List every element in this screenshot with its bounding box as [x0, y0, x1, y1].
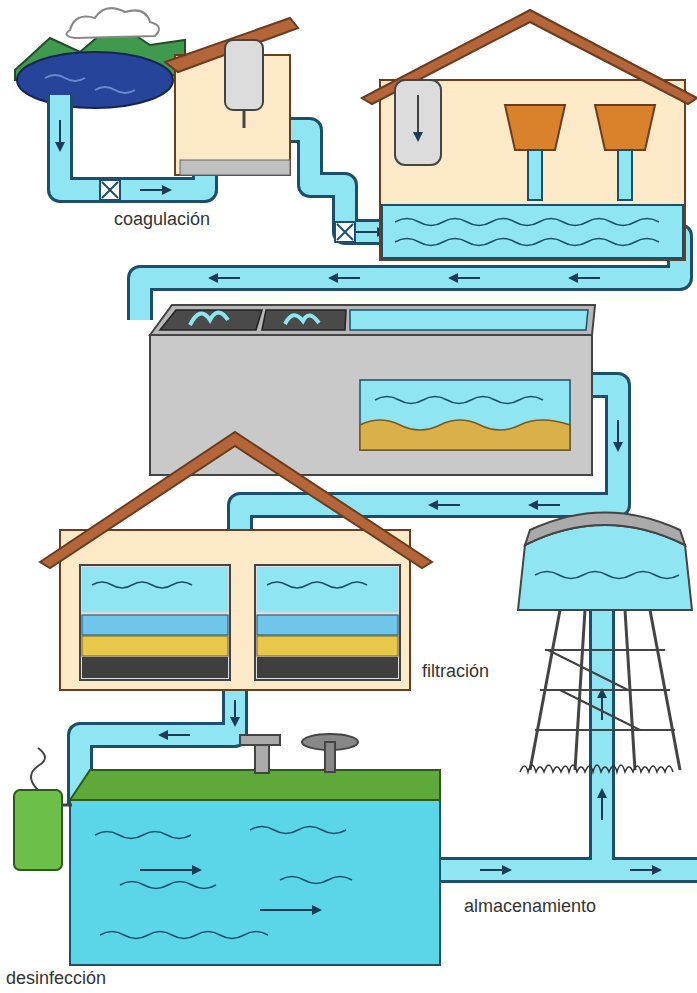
filtration-house	[40, 432, 432, 690]
flocculation-house	[362, 10, 697, 260]
stage-label: desinfección	[4, 967, 108, 989]
stage-label: filtración	[420, 660, 491, 682]
coagulation-house	[165, 18, 298, 175]
pipes	[60, 95, 697, 870]
chlorine-canister	[14, 748, 72, 870]
water-source	[15, 8, 185, 108]
stage-label: almacenamiento	[462, 895, 598, 917]
stage-label: coagulación	[112, 208, 212, 230]
storage-tank	[70, 734, 440, 965]
water-tower	[518, 513, 692, 773]
